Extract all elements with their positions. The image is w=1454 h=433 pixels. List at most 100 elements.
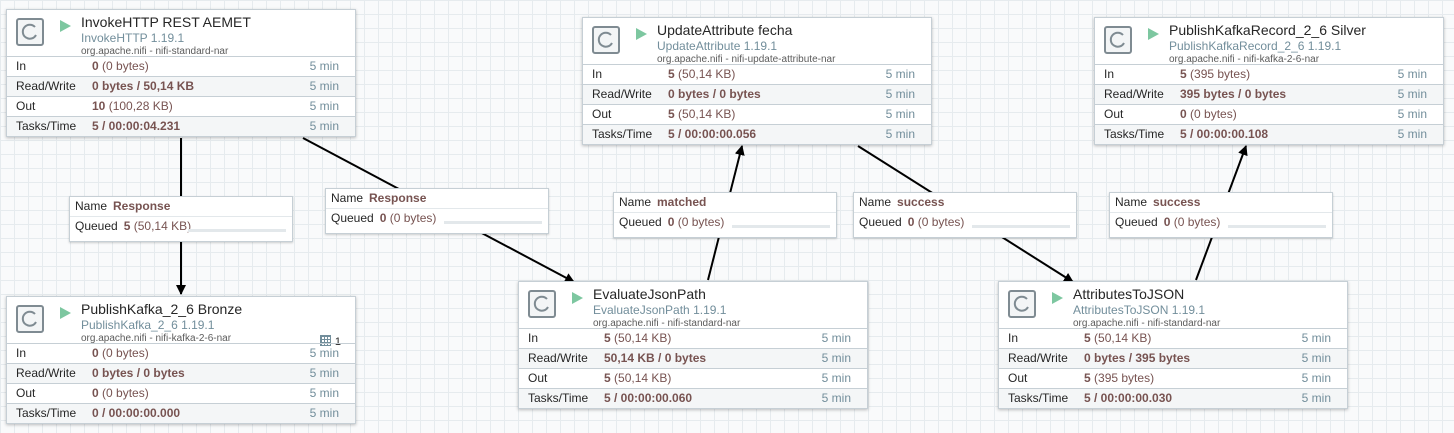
stat-label: Tasks/Time <box>16 119 77 133</box>
queue-bar <box>972 225 1070 228</box>
processor-invokehttp[interactable]: InvokeHTTP REST AEMET InvokeHTTP 1.19.1 … <box>6 9 356 137</box>
stat-label: In <box>592 67 603 81</box>
stat-time: 5 min <box>821 391 851 405</box>
stat-time: 5 min <box>885 87 915 101</box>
queued-count: 0 <box>667 215 675 229</box>
stat-time: 5 min <box>1397 107 1427 121</box>
processor-header: InvokeHTTP REST AEMET InvokeHTTP 1.19.1 … <box>7 10 355 57</box>
stat-value: 0 (0 bytes) <box>92 346 149 360</box>
stat-time: 5 min <box>309 79 339 93</box>
stat-value: 0 bytes / 0 bytes <box>668 87 761 101</box>
stat-label: In <box>528 331 539 345</box>
stat-time: 5 min <box>309 59 339 73</box>
stat-time: 5 min <box>309 366 339 380</box>
stat-value: 0 / 00:00:00.000 <box>92 406 181 420</box>
queued-size: (0 bytes) <box>917 215 965 229</box>
stat-label: Out <box>1104 107 1124 121</box>
stat-label: Out <box>528 371 548 385</box>
stat-time: 5 min <box>821 371 851 385</box>
stat-time: 5 min <box>1397 127 1427 141</box>
stat-label: In <box>16 346 27 360</box>
stat-label: Tasks/Time <box>1008 391 1069 405</box>
processor-evaluatejsonpath[interactable]: EvaluateJsonPath EvaluateJsonPath 1.19.1… <box>518 281 868 409</box>
stat-value: 5 (50,14 KB) <box>668 67 736 81</box>
stat-time: 5 min <box>1397 87 1427 101</box>
stat-value: 0 (0 bytes) <box>1180 107 1237 121</box>
queue-bar <box>188 229 286 232</box>
running-status-icon <box>572 292 583 304</box>
stat-label: Tasks/Time <box>16 406 77 420</box>
queue-bar <box>444 221 542 224</box>
processor-bundle: org.apache.nifi - nifi-standard-nar <box>593 318 741 329</box>
stat-tasks-time: Tasks/Time 5 / 00:00:00.030 5 min <box>999 388 1347 408</box>
stat-value: 5 / 00:00:04.231 <box>92 119 181 133</box>
active-threads-icon <box>319 335 331 346</box>
stat-time: 5 min <box>309 99 339 113</box>
stat-time: 5 min <box>1301 331 1331 345</box>
queued-count: 0 <box>1163 215 1171 229</box>
processor-publishkafka-bronze[interactable]: PublishKafka_2_6 Bronze PublishKafka_2_6… <box>6 296 356 424</box>
processor-publishkafkarecord-silver[interactable]: PublishKafkaRecord_2_6 Silver PublishKaf… <box>1094 17 1444 145</box>
stat-time: 5 min <box>1397 67 1427 81</box>
processor-type: PublishKafka_2_6 1.19.1 <box>81 318 215 332</box>
stat-value: 5 / 00:00:00.030 <box>1084 391 1173 405</box>
running-status-icon <box>60 20 71 32</box>
processor-type: UpdateAttribute 1.19.1 <box>657 39 778 53</box>
stat-label: In <box>16 59 27 73</box>
stat-label: Out <box>16 386 36 400</box>
stat-label: Read/Write <box>592 87 652 101</box>
stat-time: 5 min <box>821 351 851 365</box>
processor-name: AttributesToJSON <box>1073 286 1185 302</box>
processor-name: EvaluateJsonPath <box>593 286 706 302</box>
processor-bundle: org.apache.nifi - nifi-kafka-2-6-nar <box>1169 54 1320 65</box>
processor-attributestojson[interactable]: AttributesToJSON AttributesToJSON 1.19.1… <box>998 281 1348 409</box>
stat-value: 5 / 00:00:00.060 <box>604 391 693 405</box>
stat-in: In 5 (50,14 KB) 5 min <box>583 64 931 84</box>
stat-value: 10 (100,28 KB) <box>92 99 173 113</box>
stat-value: 395 bytes / 0 bytes <box>1180 87 1287 101</box>
stat-label: Read/Write <box>528 351 588 365</box>
stat-time: 5 min <box>1301 371 1331 385</box>
processor-header: UpdateAttribute fecha UpdateAttribute 1.… <box>583 18 931 65</box>
connection-name: Response <box>369 191 427 205</box>
stat-label: Tasks/Time <box>528 391 589 405</box>
connection-name: matched <box>657 195 707 209</box>
stat-value: 5 (395 bytes) <box>1084 371 1155 385</box>
processor-type-icon <box>528 290 556 318</box>
processor-type-icon <box>592 26 620 54</box>
stat-time: 5 min <box>1301 391 1331 405</box>
processor-updateattribute[interactable]: UpdateAttribute fecha UpdateAttribute 1.… <box>582 17 932 145</box>
running-status-icon <box>1148 28 1159 40</box>
queue-bar <box>732 225 830 228</box>
stat-time: 5 min <box>309 406 339 420</box>
active-threads-badge: 1 <box>319 335 341 348</box>
stat-out: Out 0 (0 bytes) 5 min <box>1095 104 1443 124</box>
stat-label: In <box>1104 67 1115 81</box>
stat-time: 5 min <box>885 127 915 141</box>
processor-header: PublishKafka_2_6 Bronze PublishKafka_2_6… <box>7 297 355 348</box>
stat-label: Tasks/Time <box>592 127 653 141</box>
stat-time: 5 min <box>885 67 915 81</box>
